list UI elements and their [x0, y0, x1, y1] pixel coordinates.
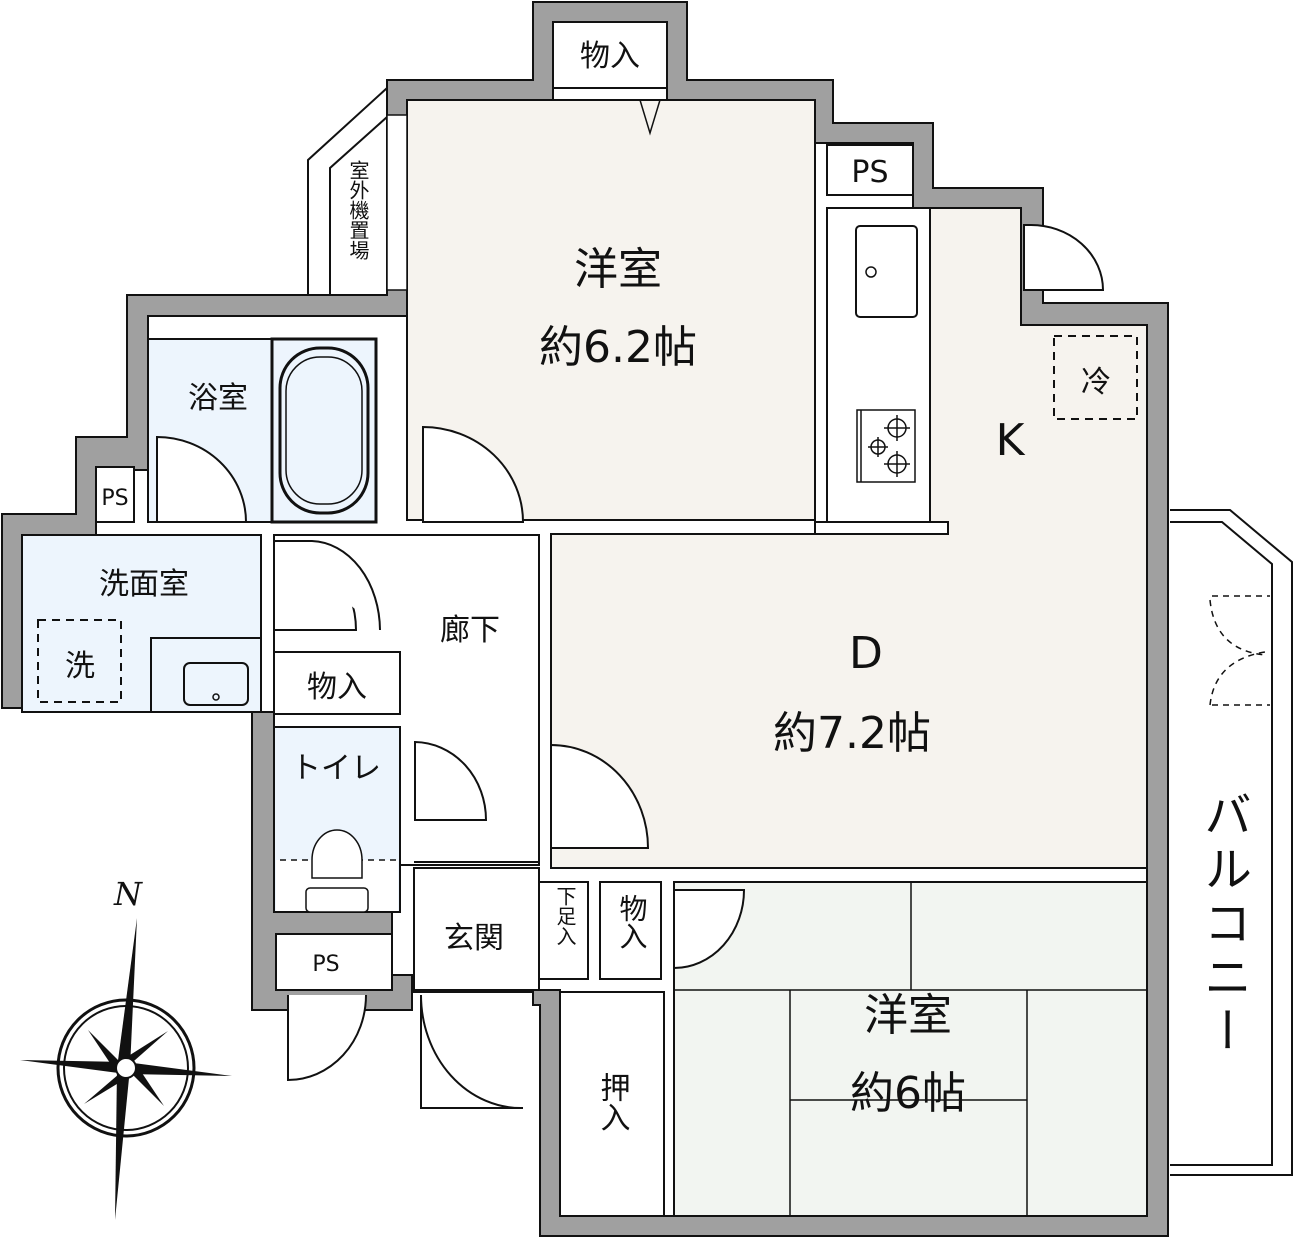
fridge-label: 冷 [1081, 365, 1111, 400]
vanity-icon [150, 637, 262, 713]
ps-kitchen-label: PS [851, 155, 888, 190]
sink-icon [855, 225, 918, 318]
outdoor-unit-area [307, 85, 388, 296]
shoe-box [538, 881, 589, 980]
room-washroom-name: 洗面室 [99, 567, 189, 602]
oshiire-label: 押入 [595, 1072, 630, 1132]
closet-top [552, 21, 668, 89]
balcony [1170, 509, 1293, 1176]
room-hallway-name: 廊下 [440, 613, 500, 648]
ps-bath-label: PS [101, 486, 128, 511]
kitchen-counter-ledge [814, 521, 949, 535]
room-western-south-name: 洋室 [864, 990, 952, 1041]
ps-bath [95, 466, 135, 523]
compass-north-label: N [113, 875, 143, 913]
room-bathroom-name: 浴室 [188, 381, 248, 416]
toilet-icon [305, 829, 369, 913]
ps-kitchen [826, 144, 914, 196]
door-swings [156, 223, 1105, 1110]
balcony-label: バルコニー [1195, 790, 1251, 1060]
closet-entrance [599, 881, 662, 980]
outdoor-unit-label: 室外機置場 [346, 160, 370, 260]
ps-entrance [275, 933, 393, 991]
closet-entrance-label: 物入 [616, 894, 649, 950]
stove-icon [856, 409, 916, 483]
room-toilet-name: トイレ [291, 751, 381, 786]
room-entrance-name: 玄関 [444, 921, 504, 956]
shoe-box-label: 下足入 [553, 886, 577, 946]
closet-hall [273, 651, 401, 715]
room-western-north-size: 約6.2帖 [539, 322, 697, 373]
closet-hall-label: 物入 [307, 670, 367, 705]
room-kitchen-name: K [996, 415, 1026, 466]
room-western-north-name: 洋室 [574, 244, 662, 295]
washer-label: 洗 [65, 649, 95, 684]
bathtub-icon [270, 337, 378, 524]
room-dining-name: D [849, 628, 883, 679]
room-western-south-size: 約6帖 [850, 1068, 966, 1119]
room-dining-size: 約7.2帖 [773, 708, 931, 759]
oshiire [559, 991, 665, 1217]
compass-icon: N [20, 875, 232, 1220]
closet-top-label: 物入 [580, 39, 640, 74]
ps-entrance-label: PS [312, 952, 339, 977]
